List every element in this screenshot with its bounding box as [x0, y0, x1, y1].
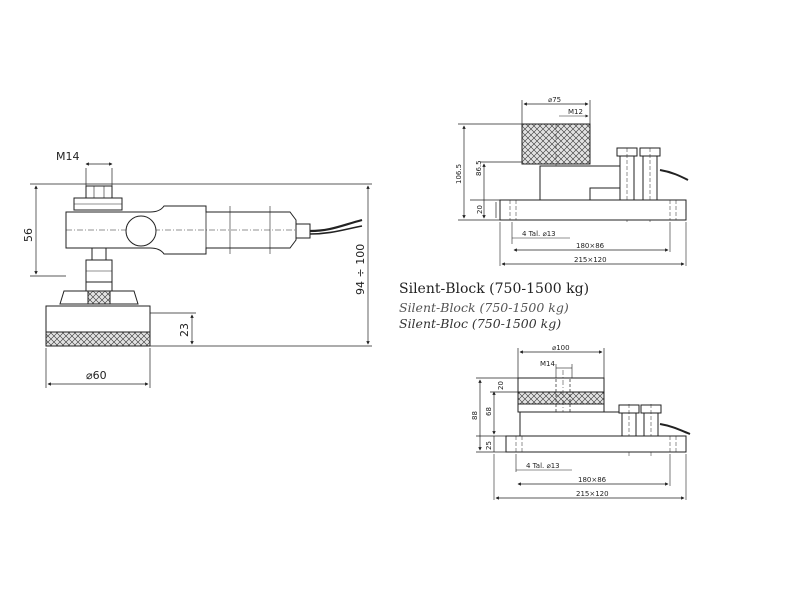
- tr-height-1-label: 106.5: [455, 164, 463, 184]
- tr-bracket: [539, 165, 631, 201]
- br-cable: [659, 423, 691, 435]
- br-base-plate: [505, 435, 687, 453]
- tr-base-label: 20: [476, 205, 484, 214]
- left-thread-label: M14: [56, 150, 80, 163]
- tr-base-plate: [499, 199, 687, 221]
- caption-tertiary: Silent-Bloc (750-1500 kg): [399, 316, 562, 331]
- left-height-label: 56: [22, 228, 35, 242]
- top-nut: [85, 185, 113, 199]
- br-top-plate: [517, 377, 605, 393]
- left-total-label: 94 ÷ 100: [354, 244, 367, 295]
- br-total-label: 88: [471, 411, 479, 420]
- pad-top: [45, 305, 151, 333]
- load-cell-hole: [125, 215, 157, 247]
- tr-cable: [659, 169, 689, 181]
- br-mid-label: 68: [485, 407, 493, 416]
- tr-plate-label: 215×120: [574, 256, 607, 264]
- left-view-labels: M14 56 94 ÷ 100 23 ⌀60: [22, 150, 367, 382]
- left-pad-height-label: 23: [178, 323, 191, 337]
- bottom-right-labels: ⌀100 M14 20 68 88 25 4 Tal. ⌀13 180×86 2…: [471, 344, 609, 498]
- left-view: [30, 162, 372, 388]
- tr-thread-label: M12: [568, 108, 583, 116]
- br-top-label: 20: [497, 381, 505, 390]
- tr-height-2-label: 86.5: [475, 160, 483, 176]
- tr-diameter-label: ⌀75: [548, 96, 561, 104]
- br-base-label: 25: [485, 441, 493, 450]
- caption-secondary: Silent-Block (750-1500 kg): [399, 300, 569, 315]
- pad-rubber: [45, 331, 151, 347]
- br-spacing-label: 180×86: [578, 476, 607, 484]
- br-diameter-label: ⌀100: [552, 344, 570, 352]
- br-beam: [519, 411, 631, 437]
- br-rubber-layer: [517, 391, 605, 405]
- cable-gland: [295, 223, 311, 239]
- bottom-right-view: [476, 348, 691, 500]
- br-thread-label: M14: [540, 360, 555, 368]
- br-hole-label: 4 Tal. ⌀13: [526, 462, 560, 470]
- threaded-stud: [91, 247, 107, 261]
- left-pad-diameter-label: ⌀60: [86, 369, 107, 382]
- swivel-ball: [87, 290, 111, 305]
- tr-hole-label: 4 Tal. ⌀13: [522, 230, 556, 238]
- cable: [309, 218, 363, 233]
- top-right-labels: ⌀75 M12 106.5 86.5 20 4 Tal. ⌀13 180×86 …: [455, 96, 607, 264]
- caption-primary: Silent-Block (750-1500 kg): [399, 281, 590, 297]
- tr-spacing-label: 180×86: [576, 242, 605, 250]
- top-right-view: [458, 100, 689, 266]
- br-lower-plate: [517, 403, 605, 413]
- br-plate-label: 215×120: [576, 490, 609, 498]
